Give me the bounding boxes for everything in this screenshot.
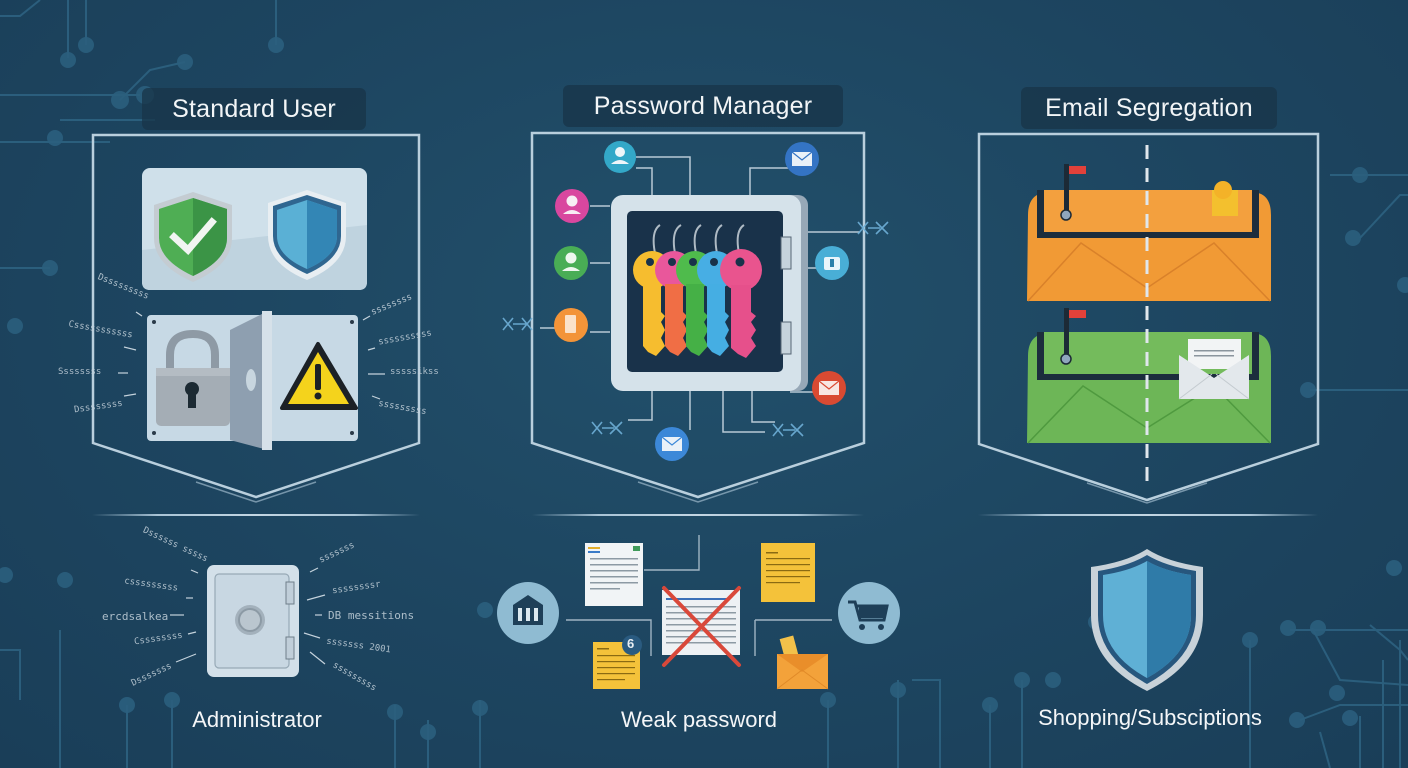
email-segregation-panel	[977, 132, 1320, 504]
badge-number: 6	[627, 636, 635, 651]
warning-icon	[280, 342, 358, 410]
bank-icon	[497, 582, 559, 644]
shopping-shield-icon	[1091, 549, 1203, 691]
weak-password-diagram	[497, 535, 900, 690]
user-icon-pink	[555, 189, 589, 223]
admin-label: DB messitions	[328, 609, 415, 622]
document-icon	[585, 543, 643, 606]
sticky-note-badge-icon	[593, 635, 642, 689]
standard-user-title: Standard User	[172, 94, 336, 123]
shopping-subscriptions-label: Shopping/Subsciptions	[1038, 705, 1262, 730]
admin-ticks	[170, 567, 326, 665]
user-icon-green	[554, 246, 588, 280]
admin-label: ercdsalkea	[102, 610, 169, 623]
network-node-icon	[502, 221, 889, 437]
mail-icon-blue	[785, 142, 819, 176]
standard-user-panel	[91, 133, 421, 503]
side-label: sssssikss	[390, 367, 439, 377]
administrator-safe	[207, 565, 299, 677]
colored-keys-icon	[633, 224, 762, 358]
password-manager-title: Password Manager	[593, 91, 813, 120]
weak-password-label: Weak password	[620, 707, 778, 732]
side-label: Ssssssss	[58, 367, 102, 377]
padlock-icon	[156, 329, 230, 426]
divider-line	[92, 514, 420, 516]
open-envelope-icon	[1178, 339, 1250, 400]
mail-icon-red	[812, 371, 846, 405]
sticky-note-icon	[761, 543, 815, 602]
green-shield-check-icon	[154, 192, 232, 282]
crossed-out-password-icon	[662, 586, 741, 667]
panel-title-password-manager: Password Manager	[563, 85, 843, 127]
email-segregation-title: Email Segregation	[1045, 93, 1253, 122]
file-icon-orange	[554, 308, 588, 342]
divider-line	[978, 514, 1318, 516]
user-icon-teal	[604, 141, 636, 173]
blue-shield-icon	[268, 190, 346, 280]
panel-title-standard-user: Standard User	[142, 88, 366, 130]
package-icon-teal	[815, 246, 849, 280]
panel-title-email-segregation: Email Segregation	[1021, 87, 1277, 129]
divider-line	[532, 514, 864, 516]
password-manager-panel	[502, 131, 889, 503]
mail-icon-blue-bottom	[655, 427, 689, 461]
orange-mailbox-icon	[1027, 164, 1271, 302]
envelope-icon	[776, 635, 829, 690]
administrator-label: Administrator	[192, 707, 322, 732]
shopping-cart-icon	[838, 582, 900, 644]
